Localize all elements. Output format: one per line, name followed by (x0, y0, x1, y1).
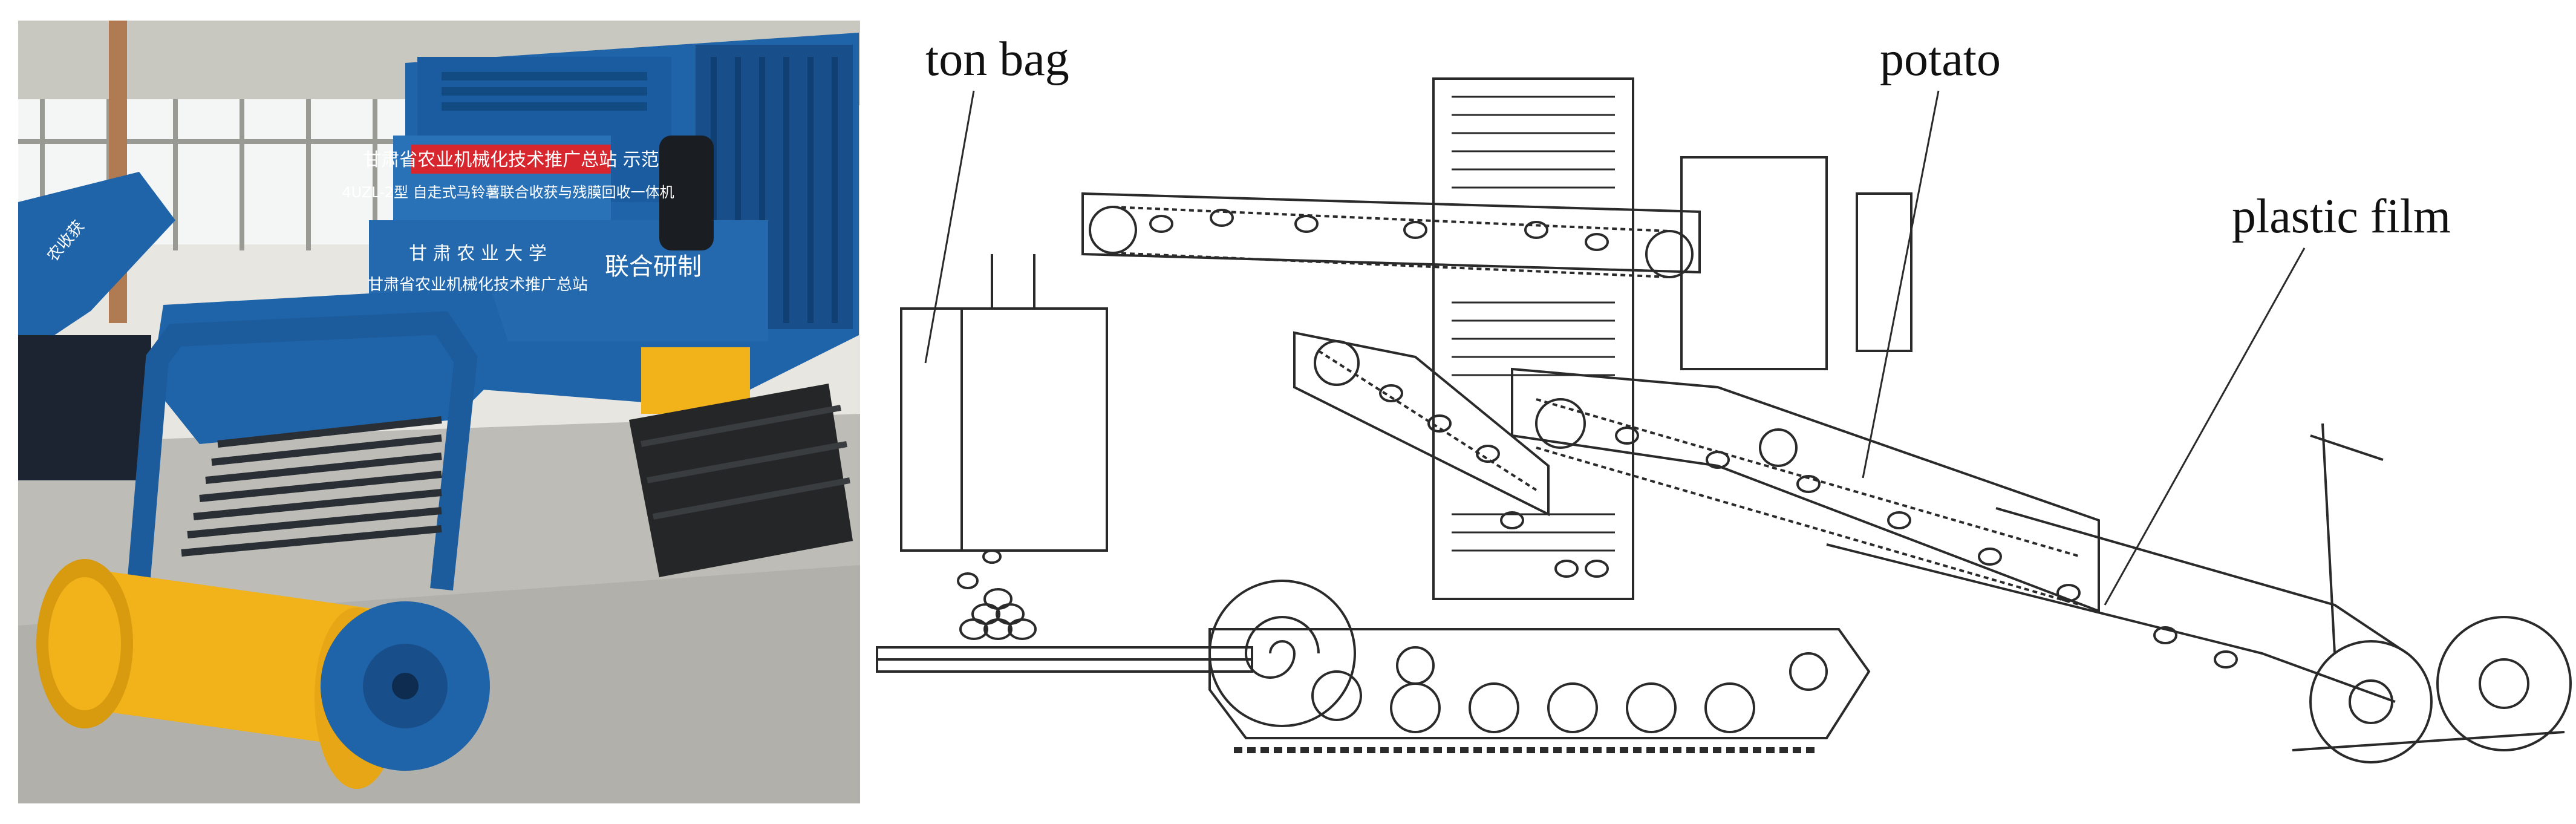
upper-conveyor (1081, 192, 1701, 274)
main-conveyor (1511, 367, 2100, 613)
front-wheel (2436, 616, 2572, 751)
plastic-film-leader (2104, 247, 2306, 606)
machine-station-text: 甘肃省农业机械化技术推广总站 (368, 276, 588, 294)
ton-bag-frame (900, 307, 1108, 552)
potato-leader (1862, 90, 1940, 479)
lifting-conveyor (1293, 331, 1550, 517)
harvester-schematic (876, 77, 2572, 764)
crawler-track (1208, 628, 1871, 739)
ton-bag-leader (924, 90, 975, 364)
harvester-photo: 甘肃省农业机械化技术推广总站 示范 4UZL-2型 自走式马铃薯联合收获与残膜回… (18, 21, 860, 803)
potato-label: potato (1880, 33, 2001, 86)
central-elevator (1432, 77, 1634, 600)
machine-banner-text: 甘肃省农业机械化技术推广总站 示范 (363, 149, 659, 171)
harvester-photo-illustration: 甘肃省农业机械化技术推广总站 示范 4UZL-2型 自走式马铃薯联合收获与残膜回… (18, 21, 860, 803)
track-rollers (1311, 646, 1828, 733)
ton-bag-label: ton bag (925, 33, 1069, 86)
machine-model-text: 4UZL-2型 自走式马铃薯联合收获与残膜回收一体机 (342, 184, 674, 201)
plastic-film-label: plastic film (2232, 190, 2451, 243)
ton-bag-potatoes (957, 549, 1037, 640)
depth-wheel (2309, 640, 2433, 764)
harvester-line-drawing (871, 0, 2576, 824)
machine-joint-label: 联合研制 (605, 253, 702, 281)
conveyor-potatoes (1149, 209, 2238, 669)
machine-university-text: 甘 肃 农 业 大 学 (409, 243, 547, 264)
film-roll-drum (1208, 580, 1356, 727)
